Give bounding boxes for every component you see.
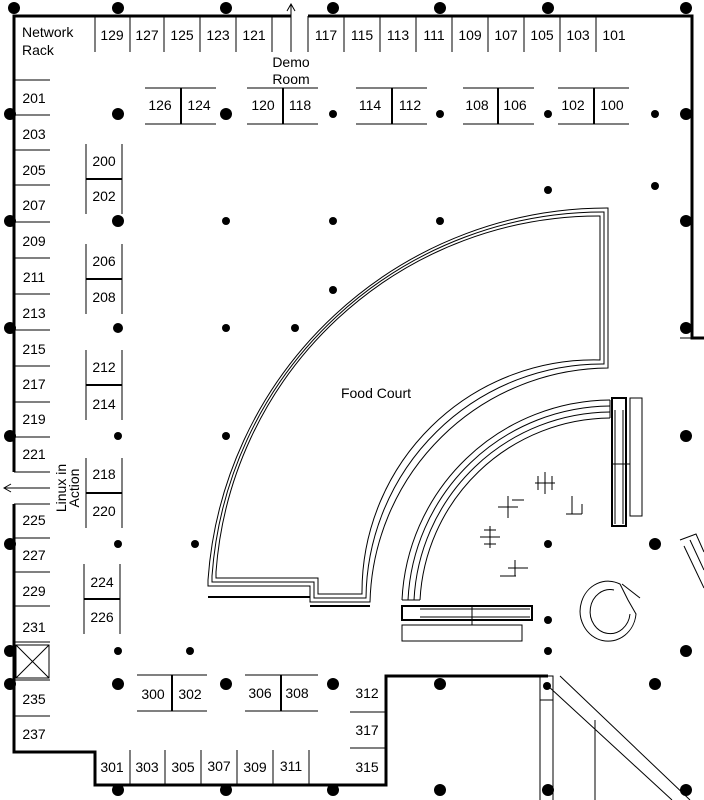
booth-307[interactable]: 307	[207, 758, 231, 774]
booth-127[interactable]: 127	[135, 27, 159, 43]
booth-labels-second-row: 126 124 120 118 114 112 108 106 102 100	[148, 97, 624, 113]
demo-room-label-line2: Room	[272, 71, 309, 87]
booth-labels-right-column: 312 317 315	[355, 685, 379, 775]
booth-212[interactable]: 212	[92, 359, 116, 375]
booth-215[interactable]: 215	[22, 341, 46, 357]
linux-in-action-label-line2: Action	[66, 469, 82, 508]
booth-315[interactable]: 315	[355, 759, 379, 775]
booth-113[interactable]: 113	[387, 27, 410, 43]
booth-121[interactable]: 121	[242, 27, 266, 43]
booth-107[interactable]: 107	[494, 27, 518, 43]
right-stair	[679, 533, 704, 589]
booth-126[interactable]: 126	[148, 97, 172, 113]
booth-129[interactable]: 129	[100, 27, 124, 43]
x-box	[15, 644, 50, 679]
booth-202[interactable]: 202	[92, 188, 116, 204]
booth-213[interactable]: 213	[22, 305, 46, 321]
network-rack-label-line1: Network	[22, 24, 74, 40]
booth-221[interactable]: 221	[22, 446, 46, 462]
booth-111[interactable]: 111	[423, 27, 444, 43]
booth-125[interactable]: 125	[170, 27, 194, 43]
booth-220[interactable]: 220	[92, 503, 116, 519]
booth-311[interactable]: 311	[280, 758, 303, 774]
booth-labels-top-row: 129 127 125 123 121 117 115 113 111 109 …	[100, 27, 626, 43]
booth-302[interactable]: 302	[178, 686, 202, 702]
booth-225[interactable]: 225	[22, 512, 46, 528]
booth-303[interactable]: 303	[135, 759, 159, 775]
booth-229[interactable]: 229	[22, 583, 46, 599]
elevator-marker	[539, 675, 554, 701]
booth-308[interactable]: 308	[285, 685, 309, 701]
linux-in-action-label-line1: Linux in	[53, 464, 69, 512]
columns	[4, 2, 692, 796]
booth-205[interactable]: 205	[22, 162, 46, 178]
booth-112[interactable]: 112	[399, 97, 422, 113]
food-court-outline	[207, 207, 609, 607]
booth-101[interactable]: 101	[602, 27, 626, 43]
booth-109[interactable]: 109	[458, 27, 482, 43]
area-labels: Network Rack Demo Room Linux in Action F…	[22, 24, 411, 512]
booth-115[interactable]: 115	[351, 27, 374, 43]
booth-300[interactable]: 300	[141, 686, 165, 702]
booth-217[interactable]: 217	[22, 376, 46, 392]
booth-labels-left-islands: 200 202 206 208 212 214 218 220 224 226	[90, 153, 116, 625]
bottom-row-dividers	[129, 711, 386, 785]
booth-118[interactable]: 118	[289, 97, 312, 113]
booth-317[interactable]: 317	[355, 722, 379, 738]
booth-labels-left-wall: 201 203 205 207 209 211 213 215 217 219 …	[22, 90, 46, 742]
booth-306[interactable]: 306	[248, 685, 272, 701]
seating-symbols	[480, 472, 583, 577]
left-wall-dividers	[14, 79, 50, 717]
booth-301[interactable]: 301	[100, 759, 124, 775]
food-court-label: Food Court	[341, 385, 411, 401]
booth-305[interactable]: 305	[171, 759, 195, 775]
booth-224[interactable]: 224	[90, 574, 114, 590]
booth-100[interactable]: 100	[600, 97, 624, 113]
booth-312[interactable]: 312	[355, 685, 379, 701]
booth-237[interactable]: 237	[22, 726, 46, 742]
demo-room-label-line1: Demo	[272, 54, 310, 70]
booth-226[interactable]: 226	[90, 609, 114, 625]
booth-203[interactable]: 203	[22, 126, 46, 142]
second-row-islands	[145, 87, 629, 125]
bottom-islands	[137, 674, 318, 712]
booth-218[interactable]: 218	[92, 466, 116, 482]
inner-ring	[401, 399, 611, 601]
booth-211[interactable]: 211	[23, 269, 46, 285]
top-row-dividers	[94, 16, 597, 52]
booth-124[interactable]: 124	[187, 97, 211, 113]
booth-206[interactable]: 206	[92, 253, 116, 269]
escalator-horizontal	[401, 605, 533, 642]
booth-219[interactable]: 219	[22, 411, 46, 427]
booth-103[interactable]: 103	[566, 27, 590, 43]
booth-108[interactable]: 108	[465, 97, 489, 113]
left-islands	[83, 144, 123, 634]
booth-309[interactable]: 309	[243, 759, 267, 775]
booth-201[interactable]: 201	[22, 90, 46, 106]
booth-114[interactable]: 114	[359, 97, 382, 113]
booth-208[interactable]: 208	[92, 289, 116, 305]
booth-labels-bottom-row: 301 303 305 307 309 311	[100, 758, 302, 775]
booth-235[interactable]: 235	[22, 691, 46, 707]
demo-room-arrow	[286, 2, 296, 52]
booth-214[interactable]: 214	[92, 396, 116, 412]
booth-labels-bottom-islands: 300 302 306 308	[141, 685, 309, 702]
booth-227[interactable]: 227	[22, 547, 46, 563]
booth-117[interactable]: 117	[315, 27, 338, 43]
booth-105[interactable]: 105	[530, 27, 554, 43]
booth-209[interactable]: 209	[22, 233, 46, 249]
booth-102[interactable]: 102	[561, 97, 585, 113]
booth-106[interactable]: 106	[503, 97, 527, 113]
linux-in-action-arrow	[2, 483, 50, 493]
booth-207[interactable]: 207	[22, 197, 46, 213]
network-rack-label-line2: Rack	[22, 42, 55, 58]
booth-123[interactable]: 123	[206, 27, 230, 43]
spiral-staircase	[579, 580, 641, 642]
escalator-vertical	[611, 397, 643, 527]
booth-231[interactable]: 231	[22, 619, 46, 635]
booth-200[interactable]: 200	[92, 153, 116, 169]
booth-120[interactable]: 120	[251, 97, 275, 113]
